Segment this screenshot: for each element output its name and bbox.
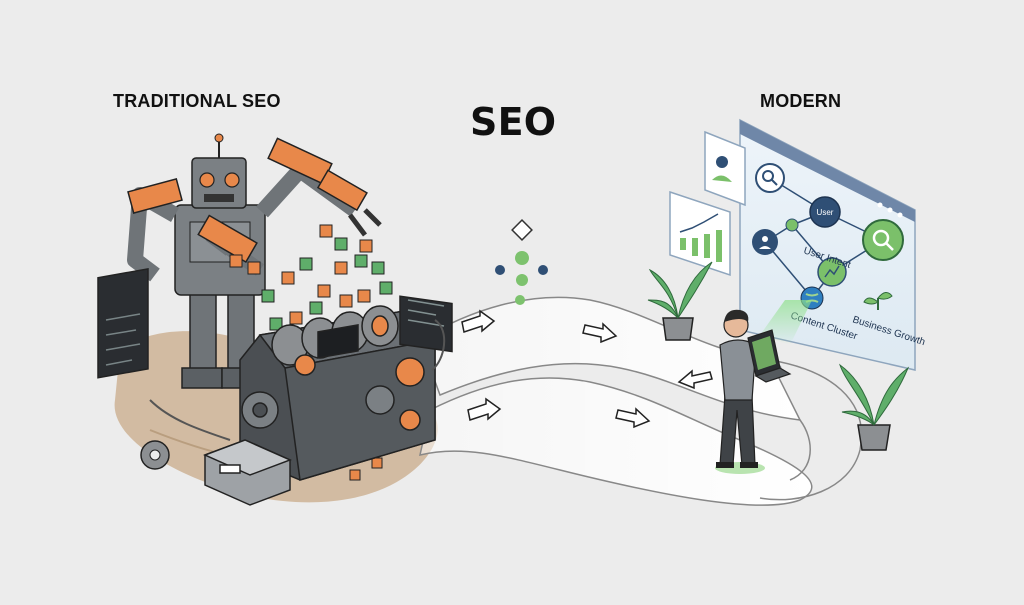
node-audience: [752, 229, 778, 255]
chart-icon: [669, 190, 731, 277]
plant-icon: [647, 261, 713, 341]
traditional-seo-label: TRADITIONAL SEO: [113, 91, 281, 111]
robot-icon: [127, 133, 382, 389]
seo-title: SEO: [470, 100, 557, 144]
monitor-icon: [399, 295, 453, 353]
node-user: User: [809, 196, 841, 228]
person-icon: [715, 309, 782, 474]
arrow-icon: [461, 309, 713, 429]
plant-icon: [863, 292, 893, 310]
journey-path: [419, 296, 863, 506]
node-user-label: User: [817, 208, 834, 217]
node-insights: [817, 257, 847, 287]
floating-dots: [495, 219, 548, 305]
modern-label: MODERN: [760, 91, 842, 111]
device-box: [203, 439, 292, 506]
magnifier-icon: [755, 163, 785, 193]
plant-icon: [839, 363, 910, 451]
gear-icon: [140, 440, 170, 470]
seo-machine: [239, 305, 437, 481]
monitor-icon: [97, 268, 149, 379]
laptop-icon: [747, 329, 792, 383]
magnifier-icon: [862, 219, 904, 261]
profile-card: [704, 130, 746, 207]
